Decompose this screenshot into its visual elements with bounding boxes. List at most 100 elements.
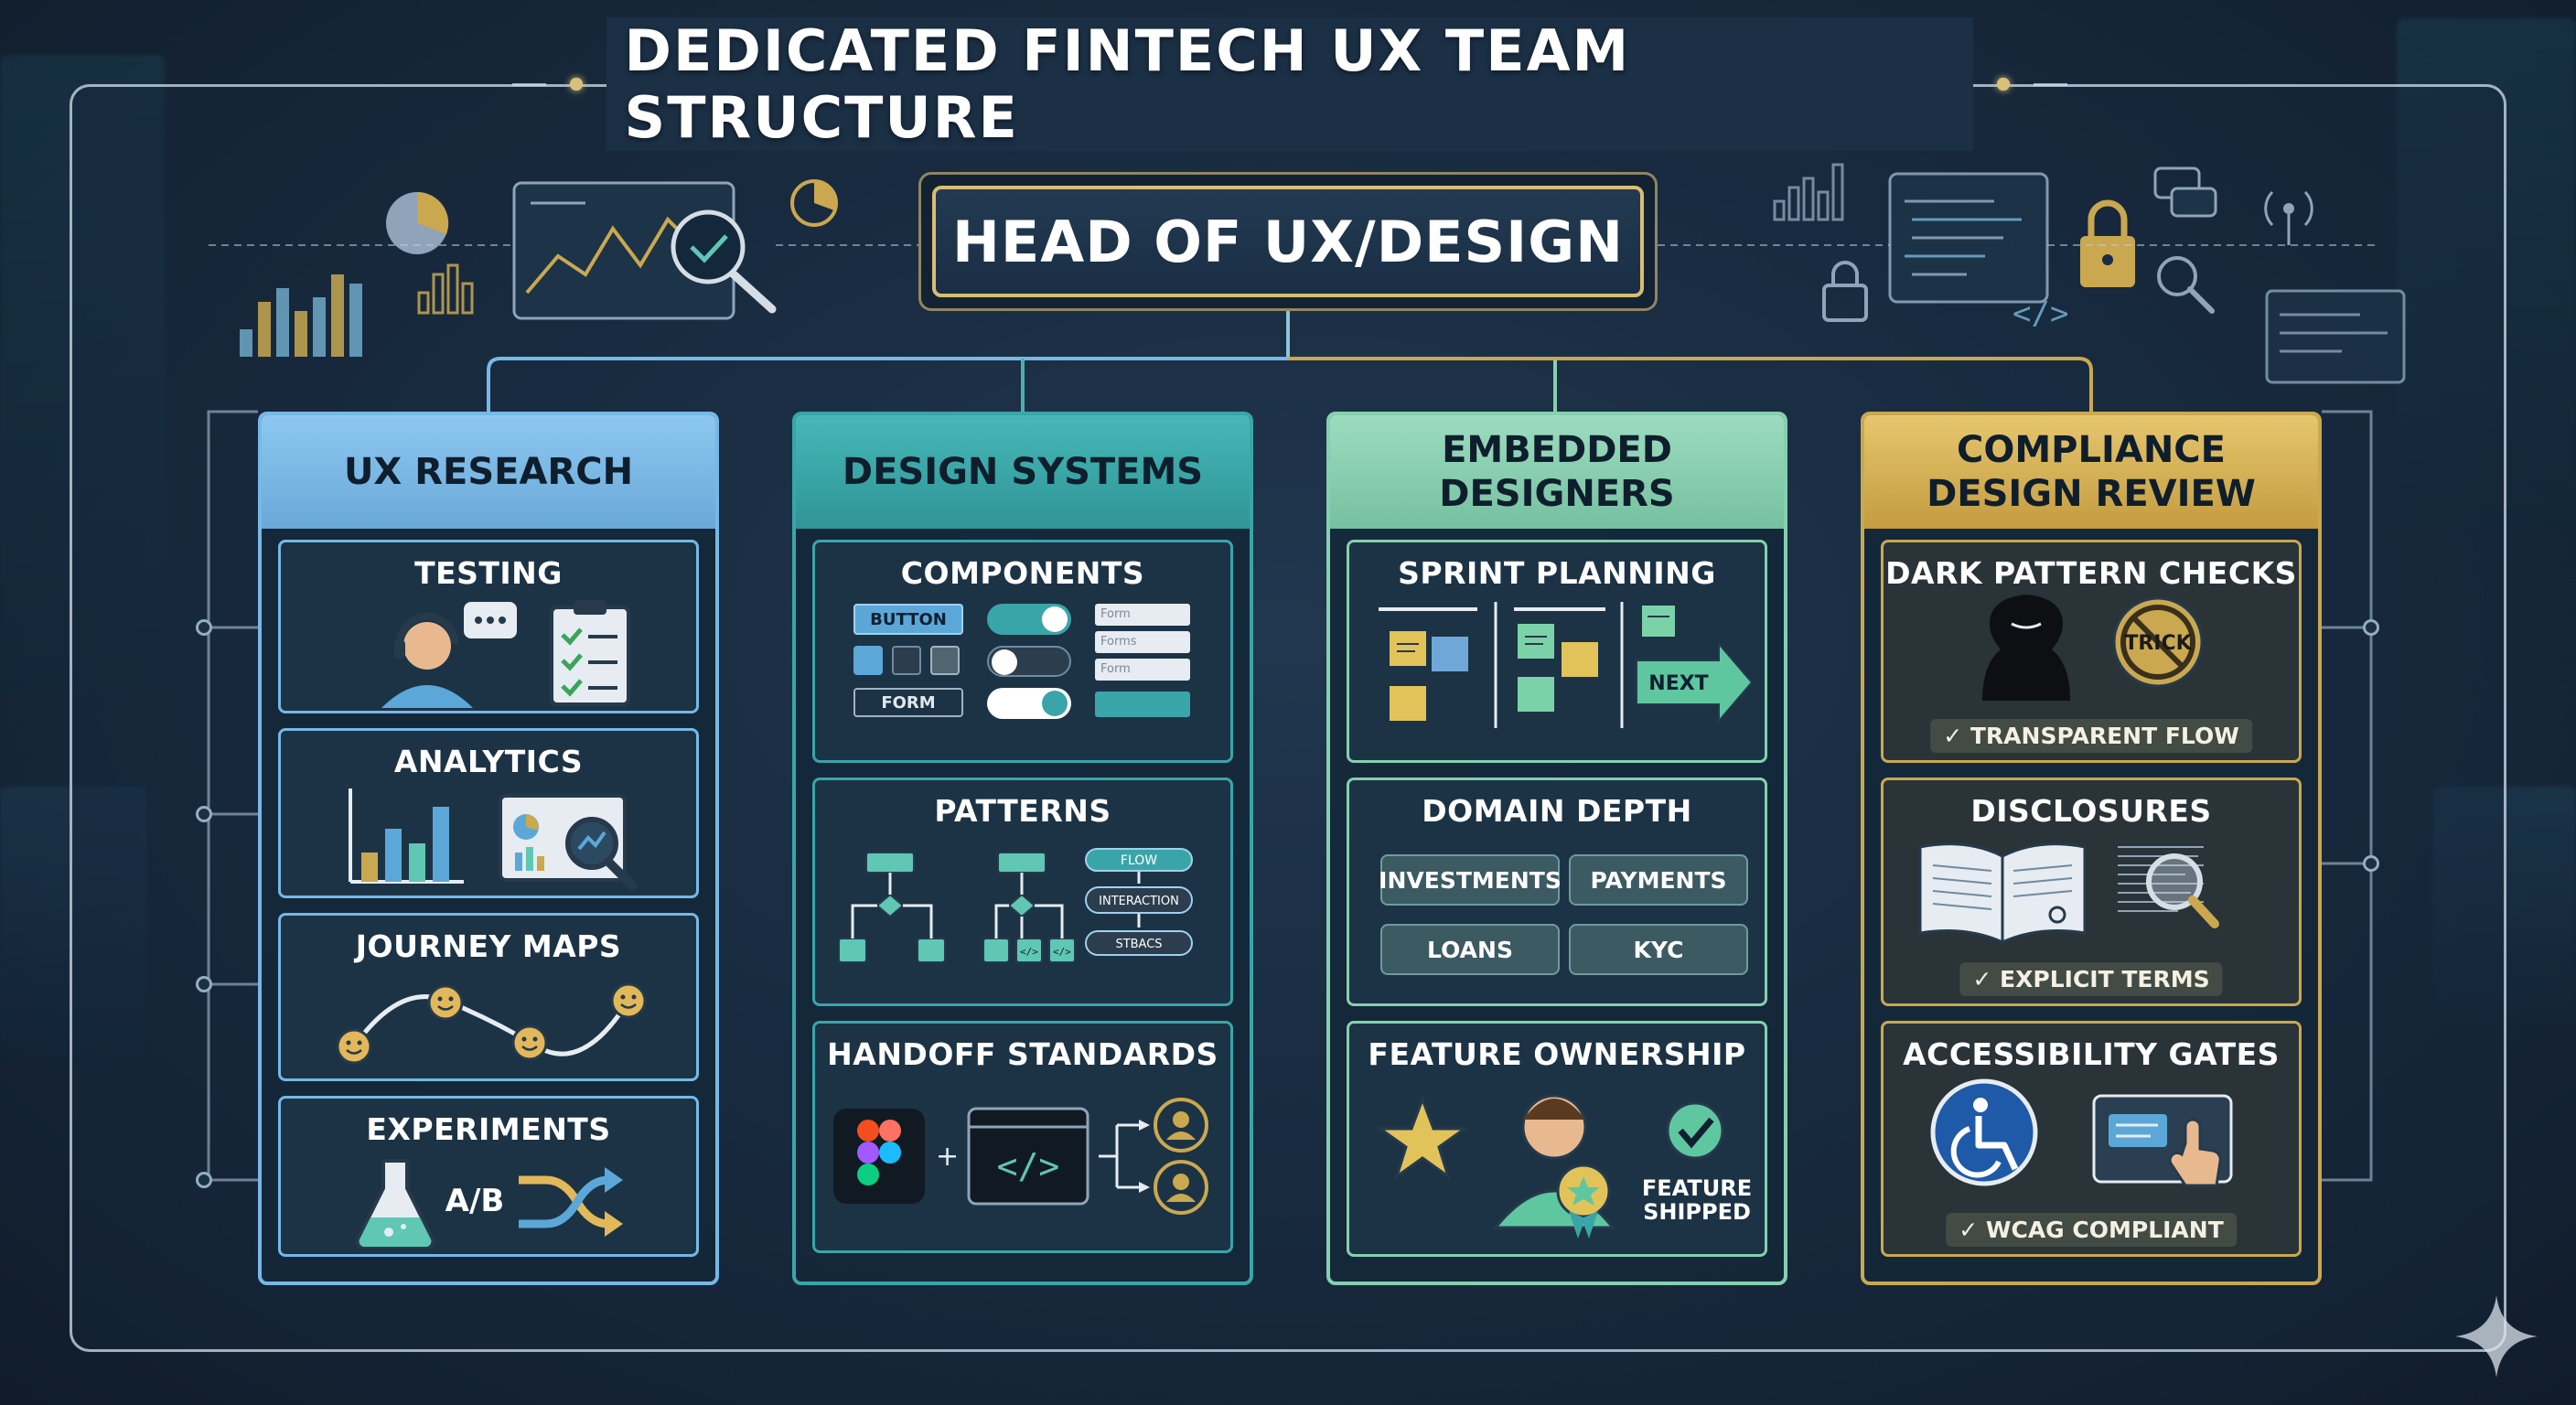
background-monitor xyxy=(0,787,146,1061)
card-art: TRICK ✓ TRANSPARENT FLOW xyxy=(1884,591,2299,760)
user-icon xyxy=(1154,1098,1208,1215)
column-title: COMPLIANCE DESIGN REVIEW xyxy=(1864,415,2318,529)
sample-form: FORM xyxy=(853,688,963,717)
star-icon xyxy=(1376,1095,1469,1180)
column-title: UX RESEARCH xyxy=(262,415,715,529)
card-art: NEXT xyxy=(1349,591,1765,760)
input-field: Form xyxy=(1095,659,1190,681)
svg-text:</>: </> xyxy=(997,1146,1060,1186)
column-body: DARK PATTERN CHECKS TRICK ✓ TRANSPARENT … xyxy=(1864,529,2318,1268)
card-title: FEATURE OWNERSHIP xyxy=(1368,1036,1746,1072)
card-title: COMPONENTS xyxy=(900,555,1145,591)
states-label: STBACS xyxy=(1115,938,1162,951)
connector-node xyxy=(196,806,212,822)
connector-node xyxy=(196,976,212,992)
svg-text:</>: </> xyxy=(1020,946,1038,958)
smiley-path-icon xyxy=(336,982,647,1065)
domain-pill: KYC xyxy=(1569,924,1748,975)
next-label: NEXT xyxy=(1648,672,1708,695)
card-testing: TESTING xyxy=(278,540,699,713)
card-title: HANDOFF STANDARDS xyxy=(827,1036,1218,1072)
card-sprint-planning: SPRINT PLANNING NEXT xyxy=(1347,540,1767,763)
card-analytics: ANALYTICS xyxy=(278,728,699,898)
toggle-on xyxy=(987,604,1071,635)
card-art xyxy=(281,779,696,900)
screen-hand-icon xyxy=(2092,1094,2233,1187)
status-badge: ✓ TRANSPARENT FLOW xyxy=(1930,719,2252,753)
column-title: EMBEDDED DESIGNERS xyxy=(1330,415,1784,529)
ab-label: A/B xyxy=(445,1182,505,1219)
card-disclosures: DISCLOSURES ✓ EXPLICIT TERMS xyxy=(1881,778,2302,1006)
connector-node xyxy=(2363,619,2379,636)
status-badge: ✓ EXPLICIT TERMS xyxy=(1959,962,2223,996)
headset-person-icon xyxy=(381,613,473,708)
trick-label: TRICK xyxy=(2124,632,2192,655)
svg-text:</>: </> xyxy=(1053,946,1071,958)
swatch-dark xyxy=(892,646,921,675)
title-dot xyxy=(1997,78,2010,91)
card-title: JOURNEY MAPS xyxy=(355,928,622,964)
card-title: TESTING xyxy=(414,555,563,591)
testing-illustration xyxy=(381,600,630,708)
domain-pill: INVESTMENTS xyxy=(1379,854,1562,906)
sparkle-icon xyxy=(2455,1295,2538,1378)
card-handoff-standards: HANDOFF STANDARDS + </> xyxy=(812,1021,1233,1253)
feature-ownership-illustration xyxy=(1376,1094,1724,1239)
dark-pattern-illustration: TRICK xyxy=(1982,595,2204,701)
sample-button: BUTTON xyxy=(853,604,963,635)
card-title: DISCLOSURES xyxy=(1970,793,2212,829)
card-title: ANALYTICS xyxy=(393,744,584,779)
title-rule xyxy=(2033,82,2068,86)
card-art: ✓ WCAG COMPLIANT xyxy=(1884,1072,2299,1254)
accessibility-illustration xyxy=(1930,1078,2233,1187)
column-ux-research: UX RESEARCH TESTING xyxy=(258,412,719,1285)
card-domain-depth: DOMAIN DEPTH INVESTMENTS PAYMENTS LOANS … xyxy=(1347,778,1767,1006)
no-trick-icon: TRICK xyxy=(2112,596,2204,688)
swatch-icon xyxy=(930,646,960,675)
wheelchair-icon xyxy=(1930,1078,2038,1186)
card-art xyxy=(281,964,696,1081)
card-feature-ownership: FEATURE OWNERSHIP xyxy=(1347,1021,1767,1257)
handoff-illustration: + </> xyxy=(833,1098,1208,1215)
column-body: SPRINT PLANNING NEXT xyxy=(1330,529,1784,1268)
connector-node xyxy=(196,619,212,636)
swatch-blue xyxy=(853,646,883,675)
arrow-right-icon xyxy=(1636,641,1754,724)
domain-pill: PAYMENTS xyxy=(1569,854,1748,906)
input-field-filled xyxy=(1095,692,1190,717)
card-art xyxy=(281,591,696,712)
card-art: </></> FLOW INTERACTION STBACS xyxy=(815,829,1230,1003)
head-of-ux-inner: HEAD OF UX/DESIGN xyxy=(932,186,1644,297)
disclosures-illustration xyxy=(1918,842,2219,945)
card-title: DARK PATTERN CHECKS xyxy=(1885,555,2297,591)
input-field: Forms xyxy=(1095,631,1190,653)
card-patterns: PATTERNS </>< xyxy=(812,778,1233,1006)
designer-medal-icon xyxy=(1492,1094,1616,1239)
toggle-light xyxy=(987,688,1071,719)
flowchart-icon: </></> FLOW INTERACTION STBACS xyxy=(838,848,1193,963)
code-window-icon: </> xyxy=(967,1107,1089,1206)
connector-node xyxy=(196,1172,212,1188)
head-of-ux-node: HEAD OF UX/DESIGN xyxy=(918,172,1658,311)
card-art: A/B xyxy=(281,1147,696,1254)
card-components: COMPONENTS BUTTON FORM Form Forms Form xyxy=(812,540,1233,763)
title-dot xyxy=(570,78,583,91)
feature-shipped-label: FEATURE SHIPPED xyxy=(1641,1175,1753,1226)
check-circle-icon xyxy=(1666,1101,1724,1160)
plus-sign: + xyxy=(936,1141,959,1173)
card-art: FEATURE SHIPPED xyxy=(1349,1072,1765,1254)
document-magnifier-icon xyxy=(2118,846,2219,928)
toggle-off xyxy=(987,646,1071,677)
card-title: EXPERIMENTS xyxy=(366,1111,611,1147)
analytics-illustration xyxy=(349,788,637,890)
card-accessibility-gates: ACCESSIBILITY GATES xyxy=(1881,1021,2302,1257)
sticky-notes-icon: NEXT xyxy=(1379,602,1754,728)
connector-node xyxy=(2363,855,2379,872)
card-art: INVESTMENTS PAYMENTS LOANS KYC xyxy=(1349,829,1765,1003)
card-dark-pattern-checks: DARK PATTERN CHECKS TRICK ✓ TRANSPARENT … xyxy=(1881,540,2302,763)
dashboard-magnifier-icon xyxy=(499,794,637,890)
card-journey-maps: JOURNEY MAPS xyxy=(278,913,699,1081)
open-book-icon xyxy=(1918,842,2087,945)
title-bar: DEDICATED FINTECH UX TEAM STRUCTURE xyxy=(512,17,2068,151)
flask-icon xyxy=(355,1158,435,1249)
